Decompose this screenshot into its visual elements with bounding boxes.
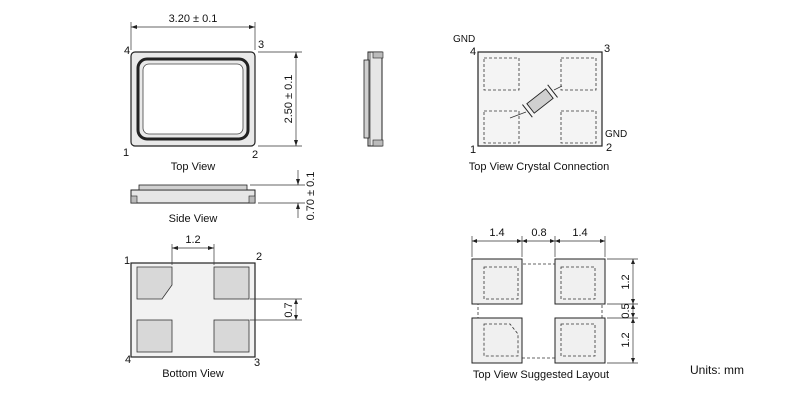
end-view-lid — [363, 59, 370, 139]
crystal-connection-pin-2-label: 2 — [606, 142, 612, 154]
units-label: Units: mm — [690, 363, 744, 377]
bottom-view-pin-3-label: 3 — [254, 357, 260, 369]
crystal-connection-pin-3-label: 3 — [604, 43, 610, 55]
top-view-pin-4-label: 4 — [124, 45, 130, 57]
crystal-connection-pad-4 — [483, 57, 520, 91]
side-view: 0.70 ± 0.1 Side View — [130, 170, 317, 225]
suggested-layout-land-top-left — [471, 258, 523, 305]
suggested-layout-land-top-right — [554, 258, 606, 305]
bottom-view-pad-2 — [213, 266, 250, 300]
suggested-layout-dim-v-mid-label: 0.5 — [620, 303, 632, 318]
side-view-lid — [138, 184, 248, 191]
suggested-layout-land-bottom-left — [471, 317, 523, 364]
top-view-height-label: 2.50 ± 0.1 — [283, 75, 295, 124]
crystal-connection-caption: Top View Crystal Connection — [469, 161, 609, 173]
suggested-layout-land-bottom-right — [554, 317, 606, 364]
bottom-view-pad-1 — [136, 266, 173, 300]
suggested-layout-caption: Top View Suggested Layout — [473, 369, 609, 381]
end-view — [363, 51, 384, 147]
bottom-view-pin-1-label: 1 — [124, 255, 130, 267]
top-view-lid-seal — [136, 57, 250, 141]
suggested-layout-dim-mid-label: 0.8 — [531, 227, 546, 239]
bottom-view-pad-height-label: 0.7 — [283, 302, 295, 317]
crystal-connection-gnd-right-label: GND — [605, 129, 627, 140]
crystal-connection-view: GND GND 4 3 1 2 Top View Crystal Connect… — [453, 34, 627, 173]
crystal-connection-gnd-top-label: GND — [453, 34, 475, 45]
bottom-view: 1.2 0.7 1 2 3 4 Bottom View — [124, 234, 302, 380]
suggested-layout-outline — [477, 263, 603, 359]
bottom-view-pin-4-label: 4 — [125, 354, 131, 366]
bottom-view-caption: Bottom View — [162, 368, 224, 380]
top-view-pin-3-label: 3 — [258, 39, 264, 51]
crystal-connection-pin-1-label: 1 — [470, 144, 476, 156]
suggested-layout-dim-right-label: 1.4 — [572, 227, 587, 239]
bottom-view-pad-3 — [213, 319, 250, 353]
crystal-connection-pad-2 — [560, 110, 597, 144]
crystal-connection-pad-3 — [560, 57, 597, 91]
bottom-view-pad-4 — [136, 319, 173, 353]
crystal-symbol — [522, 84, 558, 118]
top-view-pin-1-label: 1 — [123, 147, 129, 159]
side-view-caption: Side View — [169, 213, 218, 225]
crystal-connection-pin-4-label: 4 — [470, 46, 476, 58]
top-view: 3.20 ± 0.1 2.50 ± 0.1 4 3 1 2 Top View — [123, 13, 302, 173]
bottom-view-pad-spacing-label: 1.2 — [185, 234, 200, 246]
side-view-thickness-label: 0.70 ± 0.1 — [305, 172, 317, 221]
crystal-connection-pad-1 — [483, 110, 520, 144]
suggested-layout-dim-left-label: 1.4 — [489, 227, 504, 239]
top-view-caption: Top View — [171, 161, 215, 173]
bottom-view-pin-2-label: 2 — [256, 251, 262, 263]
top-view-width-label: 3.20 ± 0.1 — [169, 13, 218, 25]
suggested-layout-dim-v-bot-label: 1.2 — [620, 332, 632, 347]
side-view-body — [130, 189, 256, 204]
top-view-lid — [142, 63, 244, 135]
suggested-layout-dim-v-top-label: 1.2 — [620, 274, 632, 289]
top-view-pin-2-label: 2 — [252, 149, 258, 161]
suggested-layout-view: 1.4 0.8 1.4 1.2 0.5 1.2 Top View Suggest… — [471, 227, 638, 381]
